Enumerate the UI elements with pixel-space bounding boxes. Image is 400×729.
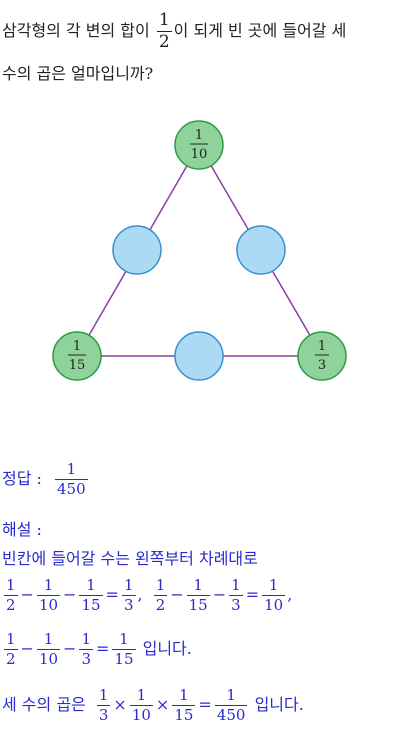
answer-line: 정답 : 1 450	[2, 462, 90, 497]
blank-circle-right[interactable]	[236, 225, 286, 275]
answer-label: 정답 :	[2, 469, 42, 488]
circle-left-bottom-num: 1	[73, 339, 81, 354]
eq2-tail: 입니다.	[142, 639, 192, 658]
blank-circle-left[interactable]	[112, 225, 162, 275]
circle-left-bottom: 1 15	[52, 331, 102, 381]
circle-right-bottom-den: 3	[318, 358, 326, 373]
circle-right-bottom-num: 1	[318, 339, 326, 354]
question-fraction: 1 2	[156, 10, 172, 52]
circle-top-num: 1	[195, 128, 203, 143]
blank-circle-bottom[interactable]	[174, 331, 224, 381]
question-text-before: 삼각형의 각 변의 합이	[2, 21, 150, 40]
circle-left-bottom-den: 15	[69, 358, 86, 373]
circle-top: 1 10	[174, 120, 224, 170]
eq3-prefix: 세 수의 곱은	[2, 695, 86, 714]
circle-right-bottom: 1 3	[297, 331, 347, 381]
answer-fraction: 1 450	[55, 460, 88, 498]
circle-top-den: 10	[191, 147, 208, 162]
question-line-1: 삼각형의 각 변의 합이 1 2 이 되게 빈 곳에 들어갈 세	[2, 12, 346, 51]
eq3-tail: 입니다.	[254, 695, 304, 714]
question-text-after: 이 되게 빈 곳에 들어갈 세	[173, 21, 347, 40]
explanation-label: 해설 :	[2, 520, 42, 539]
explanation-intro: 빈칸에 들어갈 수는 왼쪽부터 차례대로	[2, 549, 258, 568]
triangle-diagram: 1 10 1 15 1 3	[52, 120, 347, 381]
question-line-2: 수의 곱은 얼마입니까?	[2, 64, 154, 83]
